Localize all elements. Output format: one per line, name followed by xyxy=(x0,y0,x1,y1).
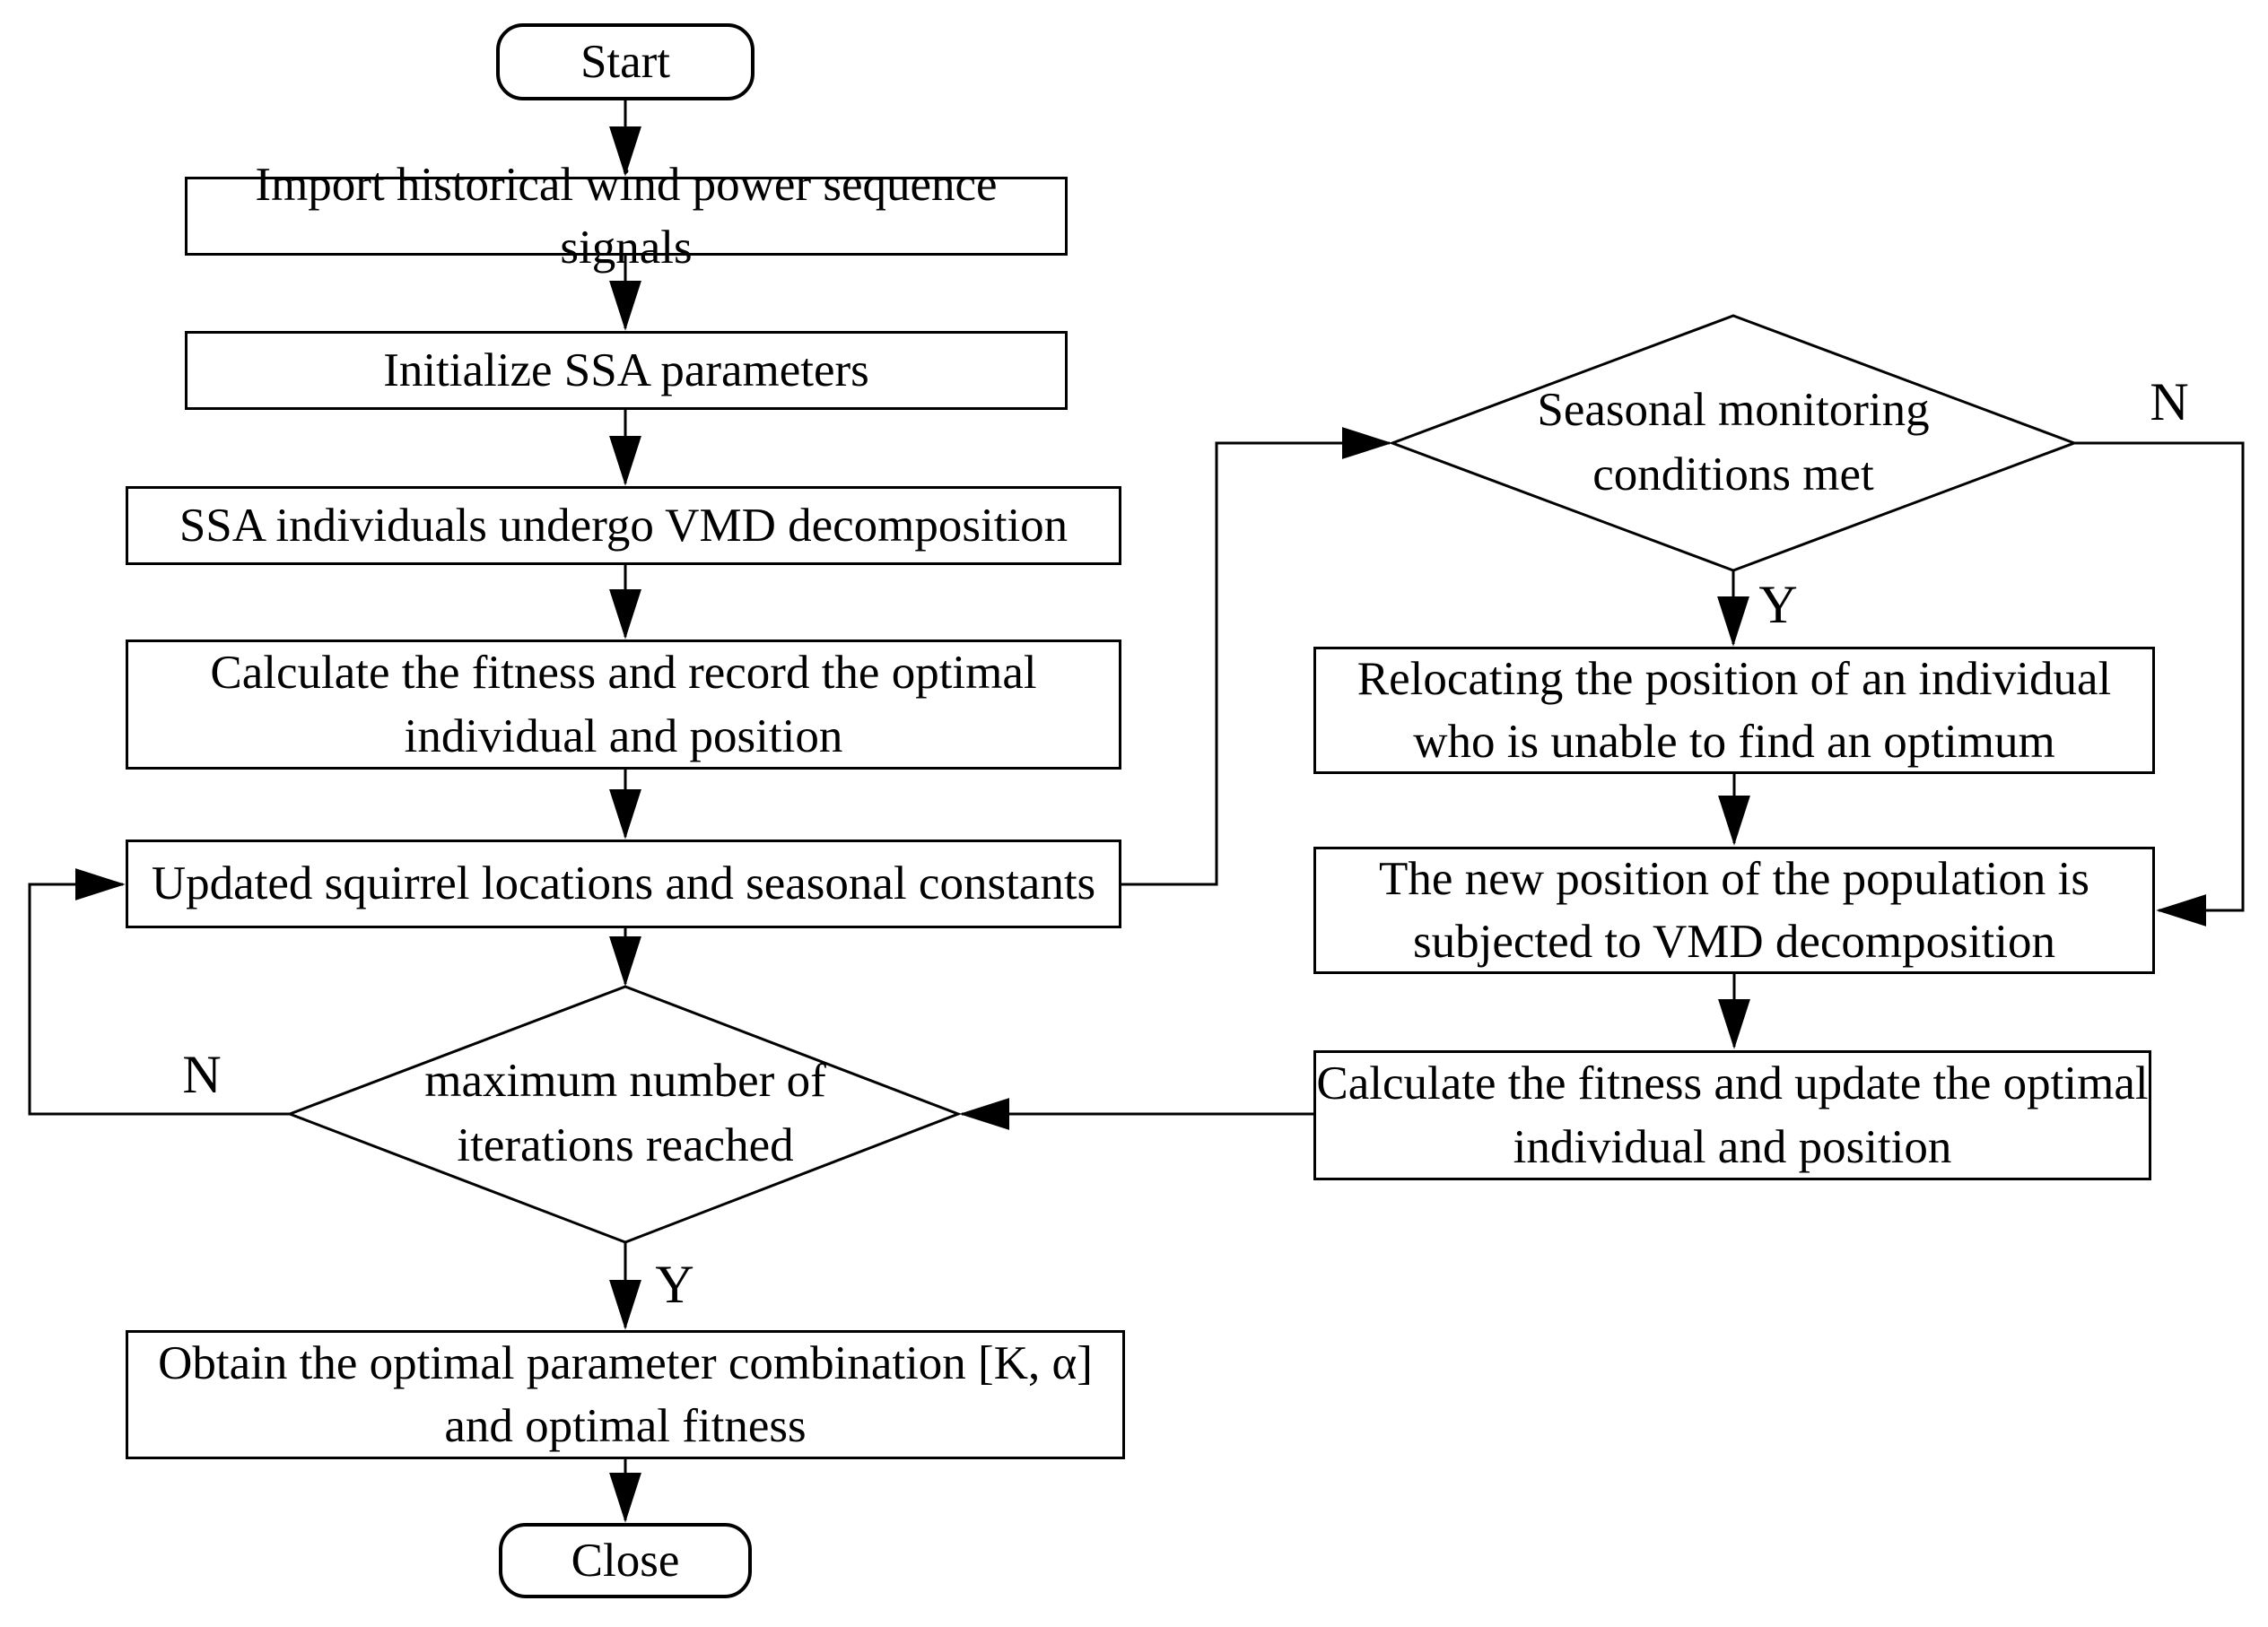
decision-shape-max-iterations xyxy=(285,985,963,1244)
node-start: Start xyxy=(496,23,755,100)
edge-label-max-iterations-yes: Y xyxy=(655,1255,694,1314)
decision-max-iterations: maximum number of iterations reached xyxy=(424,1055,826,1171)
node-fitness-record: Calculate the fitness and record the opt… xyxy=(126,639,1121,770)
node-vmd-decomposition: SSA individuals undergo VMD decompositio… xyxy=(126,486,1121,565)
edge-label-max-iterations-no: N xyxy=(182,1045,222,1104)
node-initialize-ssa: Initialize SSA parameters xyxy=(185,331,1068,410)
node-obtain-optimal: Obtain the optimal parameter combination… xyxy=(126,1330,1125,1459)
edge-label-seasonal-no: N xyxy=(2150,372,2189,431)
edge-seasonal-no xyxy=(2074,441,2245,927)
node-update-locations: Updated squirrel locations and seasonal … xyxy=(126,840,1121,928)
node-relocate-individual: Relocating the position of an individual… xyxy=(1313,647,2155,774)
decision-seasonal-monitoring: Seasonal monitoring conditions met xyxy=(1537,384,1930,500)
node-new-position-vmd: The new position of the population is su… xyxy=(1313,847,2155,974)
edge-update-to-seasonal xyxy=(1121,427,1392,886)
edge-max-iterations-no-loop xyxy=(28,868,290,1116)
node-fitness-update: Calculate the fitness and update the opt… xyxy=(1313,1050,2151,1180)
edge-label-seasonal-yes: Y xyxy=(1758,575,1798,634)
node-close: Close xyxy=(499,1523,752,1598)
node-import-signals: Import historical wind power sequence si… xyxy=(185,159,1068,274)
decision-shape-seasonal-monitoring xyxy=(1388,314,2079,572)
